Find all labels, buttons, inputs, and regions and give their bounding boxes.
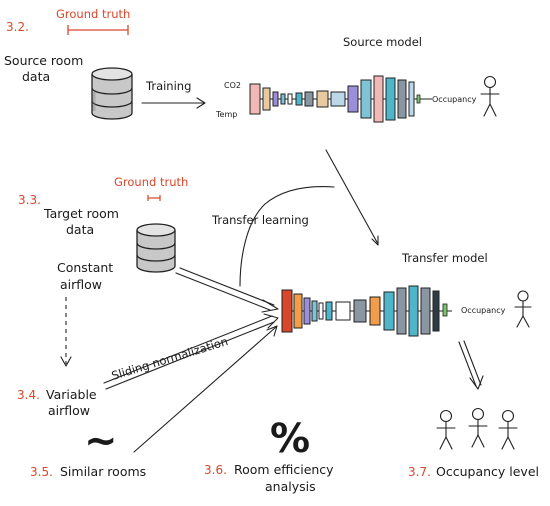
source-database-icon (91, 67, 133, 120)
source-room-label-line1: Source room (4, 53, 83, 68)
co2-input-label: CO2 (224, 81, 241, 90)
section-3-2-label: 3.2. (6, 20, 29, 34)
source-layer-6 (295, 92, 303, 106)
tilde-icon: ~ (84, 418, 118, 464)
similar-rooms-arrow (133, 325, 278, 453)
transfer-layer-6 (325, 301, 333, 321)
source-layer-1 (249, 83, 261, 115)
transfer-layer-1 (281, 289, 293, 333)
sliding-normalization-label: Sliding normalization (110, 334, 230, 383)
source-room-label-line2: data (22, 69, 50, 84)
transfer-learning-curve (239, 186, 335, 287)
variable-airflow-label-line2: airflow (48, 403, 90, 418)
occupancy-top-label: Occupancy (432, 95, 477, 104)
temp-input-label: Temp (215, 110, 237, 119)
source-layer-11 (360, 79, 372, 119)
source-layer-14 (397, 79, 407, 119)
transfer-layer-5 (318, 302, 324, 320)
occupancy-bottom-label: Occupancy (461, 306, 506, 315)
source-layer-15 (408, 81, 415, 117)
section-3-4-label: 3.4. (17, 388, 40, 402)
transfer-model-network (281, 285, 452, 337)
target-room-label-line1: Target room (43, 206, 119, 221)
source-layer-2 (262, 87, 271, 111)
room-efficiency-label-line2: analysis (265, 479, 316, 494)
training-arrow (141, 97, 206, 109)
person-icon-top (480, 75, 500, 117)
room-efficiency-label-line1: Room efficiency (234, 462, 334, 477)
transfer-layer-2 (293, 293, 303, 329)
ground-truth-top-label: Ground truth (56, 7, 130, 21)
person-icon-2 (468, 407, 488, 448)
training-label: Training (145, 79, 191, 93)
target-data-double-arrow (175, 267, 279, 313)
sliding-normalization-double-arrow (103, 313, 279, 390)
occupancy-level-label: Occupancy level (436, 464, 539, 479)
transfer-layer-9 (369, 296, 381, 326)
source-layer-3 (272, 91, 279, 107)
transfer-learning-label: Transfer learning (211, 213, 309, 227)
source-layer-4 (280, 93, 286, 105)
source-layer-10 (347, 85, 359, 113)
occupancy-people-icons (436, 407, 518, 450)
source-layer-12 (373, 75, 384, 123)
target-database-icon (136, 223, 176, 273)
transfer-layer-11 (396, 287, 407, 335)
transfer-layer-7 (335, 301, 351, 321)
source-layer-8 (316, 90, 329, 108)
transfer-layer-4 (311, 300, 318, 322)
section-3-3-label: 3.3. (18, 193, 41, 207)
source-layer-9 (330, 91, 346, 107)
transfer-layer-10 (383, 291, 395, 331)
person-icon-1 (436, 409, 456, 450)
transfer-layer-12 (408, 285, 419, 337)
target-room-label-line2: data (66, 222, 94, 237)
percent-icon: % (270, 416, 310, 462)
source-layer-5 (287, 93, 293, 105)
constant-airflow-label-line1: Constant (57, 260, 113, 275)
person-icon-mid (514, 290, 532, 328)
person-icon-3 (498, 409, 518, 450)
source-layer-13 (385, 77, 396, 121)
transfer-layer-14 (432, 290, 440, 332)
source-output-node (416, 94, 421, 104)
similar-rooms-label: Similar rooms (60, 464, 146, 479)
constant-to-variable-dashed-arrow (60, 297, 72, 367)
section-3-5-label: 3.5. (30, 465, 53, 479)
section-3-7-label: 3.7. (408, 465, 431, 479)
transfer-model-label: Transfer model (401, 251, 488, 265)
source-to-transfer-arrow (325, 149, 379, 246)
section-3-6-label: 3.6. (204, 463, 227, 477)
ground-truth-top-bracket (67, 25, 129, 35)
ground-truth-mid-bracket (147, 195, 161, 201)
transfer-layer-13 (420, 287, 431, 335)
transfer-layer-3 (303, 297, 311, 325)
transfer-layer-8 (353, 299, 367, 323)
source-layer-7 (304, 91, 314, 107)
ground-truth-mid-label: Ground truth (114, 175, 188, 189)
constant-airflow-label-line2: airflow (60, 277, 102, 292)
source-model-label: Source model (343, 35, 422, 49)
source-model-network (249, 75, 432, 123)
occupancy-level-double-arrow (458, 340, 484, 390)
transfer-output-node (442, 303, 448, 317)
variable-airflow-label-line1: Variable (46, 387, 97, 402)
